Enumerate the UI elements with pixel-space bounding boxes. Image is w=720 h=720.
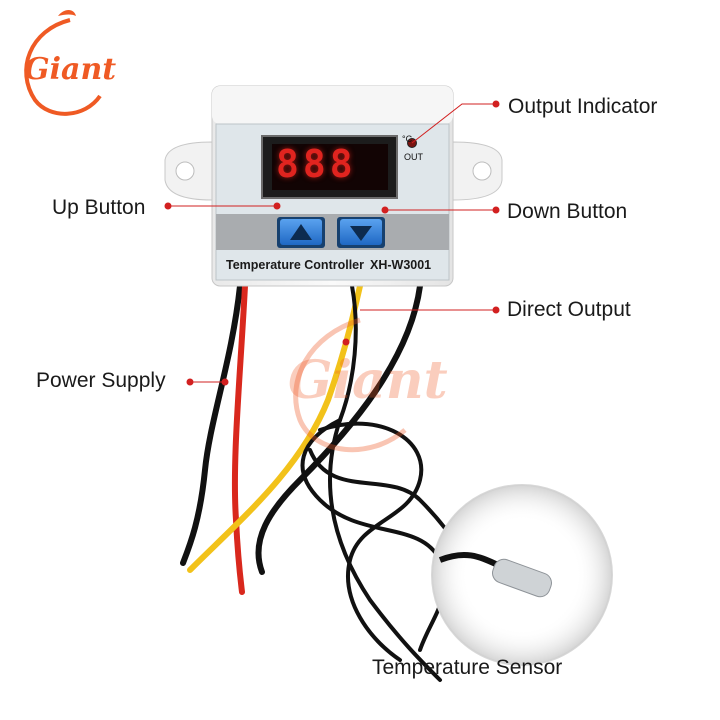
- temperature-display: 888: [276, 142, 357, 186]
- callout-direct-output: Direct Output: [507, 298, 631, 321]
- brand-logo: [24, 10, 102, 116]
- callout-down-button: Down Button: [507, 200, 628, 223]
- triangle-up-icon: [290, 224, 312, 240]
- up-button[interactable]: [277, 217, 325, 248]
- triangle-down-icon: [350, 226, 372, 241]
- callout-lines: [168, 103, 496, 383]
- mounting-tab-right: [452, 141, 503, 201]
- wire-bundle: [180, 283, 482, 682]
- down-button[interactable]: [337, 217, 385, 248]
- device-name-label: Temperature Controller: [226, 258, 364, 272]
- callout-temperature-sensor: Temperature Sensor: [372, 656, 563, 679]
- watermark: [293, 317, 407, 453]
- button-band: [216, 214, 449, 250]
- mounting-tab-left: [164, 141, 213, 201]
- callout-output-indicator: Output Indicator: [508, 95, 658, 118]
- callout-power-supply: Power Supply: [36, 369, 166, 392]
- watermark-text: Giant: [288, 350, 448, 411]
- sensor-probe-inset: [431, 484, 613, 666]
- out-label: OUT: [404, 152, 423, 162]
- callout-up-button: Up Button: [52, 196, 146, 219]
- device-model-label: XH-W3001: [370, 258, 432, 272]
- callout-dots: [164, 100, 500, 386]
- brand-logo-text: Giant: [24, 52, 117, 87]
- unit-label: °C: [402, 134, 413, 144]
